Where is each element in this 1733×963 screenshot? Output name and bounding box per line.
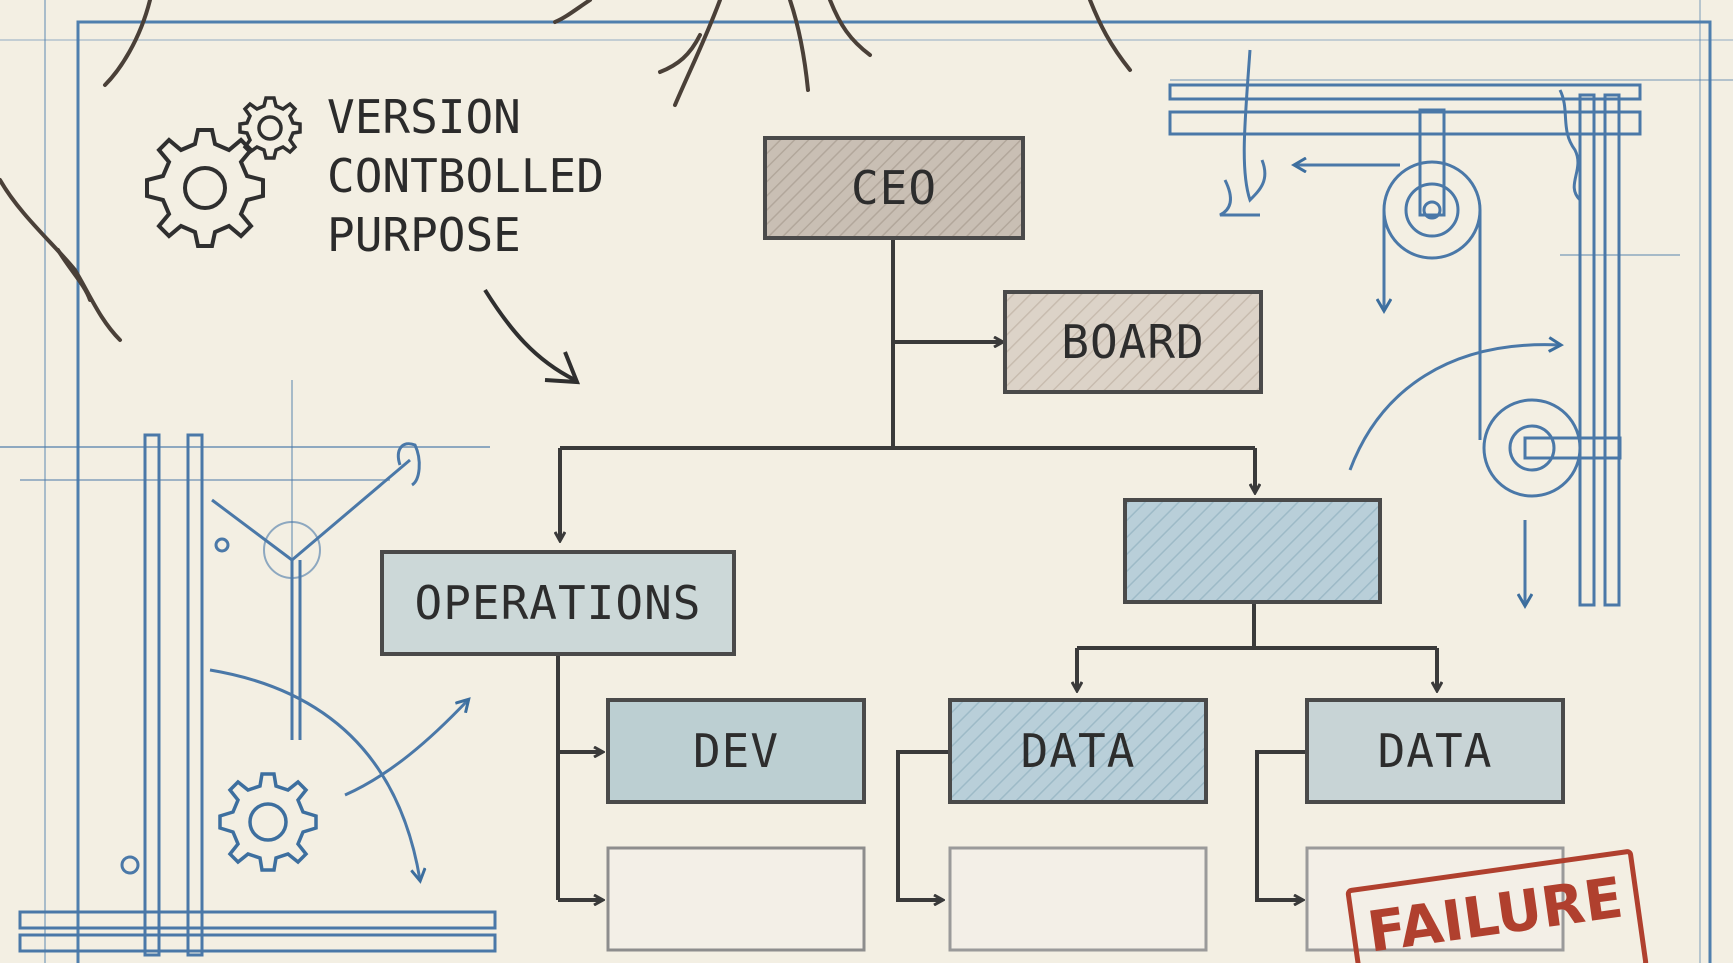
- left-mechanism-sketch: [0, 380, 497, 957]
- version-controlled-purpose-note: VERSION CONTBOLLED PURPOSE: [327, 88, 604, 265]
- dev-box: [606, 698, 866, 804]
- note-pointer-arrow: [483, 288, 576, 382]
- board-box: [1003, 290, 1263, 394]
- unlabeled-branch-box: [1123, 498, 1382, 604]
- gear-icon-large: [145, 128, 265, 248]
- data-right-label: DATA: [1377, 724, 1493, 778]
- gear-icon-bottom: [218, 772, 318, 872]
- failure-stamp-text: FAILURE: [1363, 865, 1627, 963]
- note-pointer-arrowhead: [544, 351, 581, 385]
- dev-label: DEV: [692, 724, 780, 778]
- data-right-box: [1305, 698, 1565, 804]
- tree-roots: [0, 0, 1132, 342]
- empty-box-3: [1305, 846, 1565, 952]
- empty-box-2: [948, 846, 1208, 952]
- ceo-label: CEO: [850, 161, 938, 215]
- gear-icon-small: [238, 96, 302, 160]
- board-label: BOARD: [1061, 315, 1205, 369]
- right-pulley-sketch: [1168, 49, 1733, 605]
- org-boxes: [380, 136, 1565, 952]
- data-left-label: DATA: [1020, 724, 1136, 778]
- operations-label: OPERATIONS: [414, 576, 702, 630]
- note-line-2: CONTBOLLED: [327, 149, 604, 203]
- empty-box-1: [606, 846, 866, 952]
- note-line-3: PURPOSE: [327, 208, 521, 262]
- org-connectors: [558, 238, 1437, 900]
- operations-box: [380, 550, 736, 656]
- ceo-box: [763, 136, 1025, 240]
- note-line-1: VERSION: [327, 90, 521, 144]
- data-left-box: [948, 698, 1208, 804]
